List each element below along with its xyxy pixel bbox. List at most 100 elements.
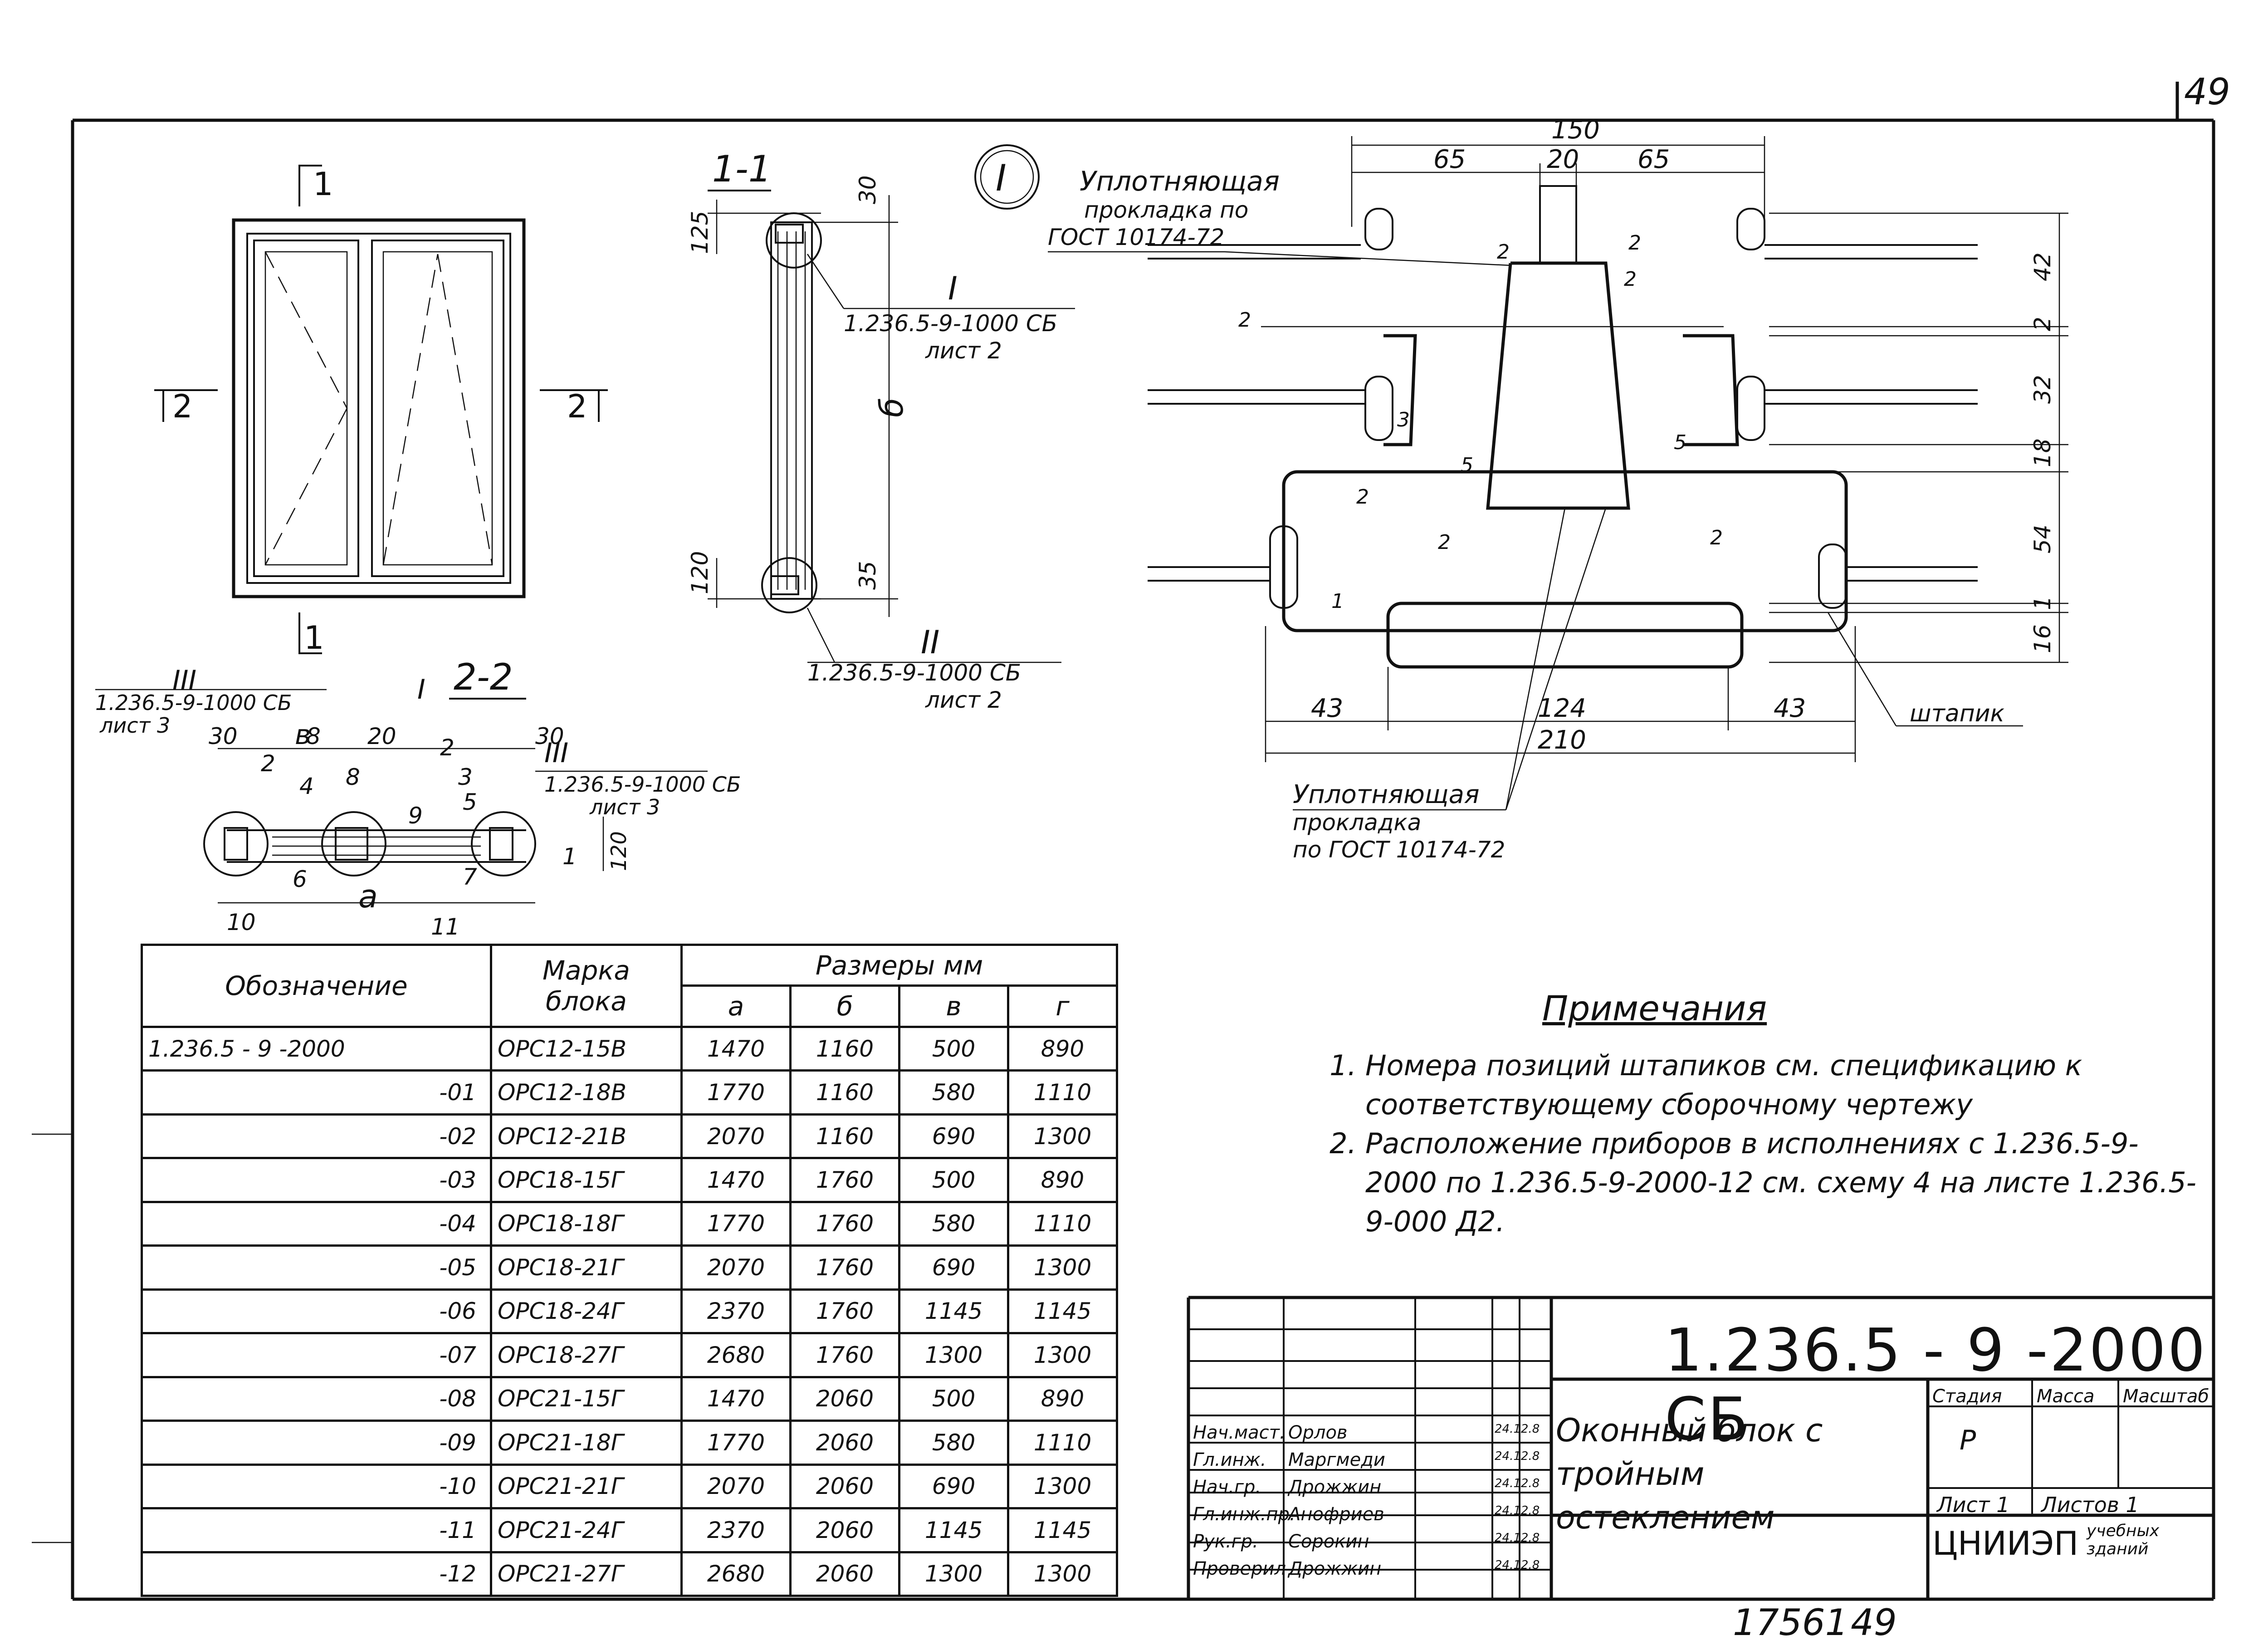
th-sizes: Размеры мм bbox=[680, 943, 1119, 987]
title-block: 1.236.5 - 9 -2000 СБ Оконный блок с трой… bbox=[1188, 1297, 2209, 1597]
small-dim-6: 5 bbox=[1674, 431, 1686, 454]
pos-8-top: 8 bbox=[306, 723, 321, 749]
ref-left-line2: лист 3 bbox=[99, 713, 170, 738]
pos-1: 1 bbox=[562, 843, 577, 870]
cell-b: 1760 bbox=[789, 1157, 900, 1203]
cell-g: 1300 bbox=[1007, 1244, 1119, 1291]
signature-name: Сорокин bbox=[1288, 1531, 1369, 1552]
cell-v: 580 bbox=[898, 1200, 1009, 1247]
cell-a: 1770 bbox=[680, 1420, 792, 1466]
signature-role: Проверил bbox=[1193, 1558, 1286, 1579]
callout-I-1-1: I bbox=[948, 270, 958, 307]
ref-left-line1: 1.236.5-9-1000 СБ bbox=[95, 690, 292, 715]
gasket-top-line3: ГОСТ 10174-72 bbox=[1048, 224, 1224, 250]
signature-date: 24.12.8 bbox=[1495, 1531, 1540, 1545]
side-mark-right: 2 bbox=[567, 388, 587, 425]
dim-b: б bbox=[873, 398, 910, 417]
cell-mark: ОРС21-18Г bbox=[490, 1420, 683, 1466]
pos-4: 4 bbox=[299, 773, 314, 799]
dim-120: 120 bbox=[606, 831, 631, 871]
cell-designation: -12 bbox=[141, 1551, 492, 1597]
small-dim-1: 2 bbox=[1497, 240, 1510, 264]
cell-g: 1300 bbox=[1007, 1551, 1119, 1597]
cell-v: 1300 bbox=[898, 1551, 1009, 1597]
cell-mark: ОРС18-15Г bbox=[490, 1157, 683, 1203]
sheets-label: Листов 1 bbox=[2041, 1493, 2139, 1517]
section-2-2-title: 2-2 bbox=[454, 656, 513, 698]
sheet-label: Лист 1 bbox=[1937, 1493, 2010, 1517]
small-dim-9: 2 bbox=[1710, 526, 1723, 549]
dim-210: 210 bbox=[1538, 725, 1586, 755]
cell-b: 1160 bbox=[789, 1025, 900, 1072]
cell-designation: 1.236.5 - 9 -2000 bbox=[141, 1025, 492, 1072]
cell-designation: -06 bbox=[141, 1288, 492, 1335]
document-code: 1.236.5 - 9 -2000 СБ bbox=[1665, 1316, 2207, 1454]
ref-right-line1: 1.236.5-9-1000 СБ bbox=[544, 772, 741, 797]
small-dim-4: 3 bbox=[1397, 408, 1410, 431]
signature-name: Орлов bbox=[1288, 1422, 1348, 1443]
signature-role: Гл.инж.пр. bbox=[1193, 1504, 1295, 1525]
th-v: в bbox=[898, 984, 1009, 1028]
side-mark-left: 2 bbox=[172, 388, 193, 425]
dim-v: в bbox=[295, 719, 311, 751]
ref-II-line2: лист 2 bbox=[925, 687, 1002, 713]
cell-g: 890 bbox=[1007, 1157, 1119, 1203]
cell-designation: -07 bbox=[141, 1332, 492, 1378]
signature-date: 24.12.8 bbox=[1495, 1422, 1540, 1436]
pos-11: 11 bbox=[431, 914, 460, 940]
callout-II: II bbox=[921, 624, 939, 661]
org-name: ЦНИИЭП bbox=[1932, 1524, 2079, 1562]
signature-date: 24.12.8 bbox=[1495, 1449, 1540, 1463]
signature-role: Гл.инж. bbox=[1193, 1449, 1266, 1470]
cell-v: 1145 bbox=[898, 1288, 1009, 1335]
gasket-bot-line2: прокладка bbox=[1293, 809, 1421, 836]
pos-7: 7 bbox=[463, 864, 477, 890]
cell-b: 2060 bbox=[789, 1507, 900, 1553]
section-mark-top: 1 bbox=[313, 166, 333, 203]
cell-mark: ОРС21-15Г bbox=[490, 1376, 683, 1422]
dim-2-right: 2 bbox=[2029, 317, 2056, 331]
ref-I-line1: 1.236.5-9-1000 СБ bbox=[844, 310, 1057, 337]
cell-a: 1770 bbox=[680, 1069, 792, 1116]
cell-v: 500 bbox=[898, 1376, 1009, 1422]
signature-role: Рук.гр. bbox=[1193, 1531, 1258, 1552]
stage-value: Р bbox=[1960, 1425, 1976, 1456]
cell-mark: ОРС18-24Г bbox=[490, 1288, 683, 1335]
cell-v: 500 bbox=[898, 1157, 1009, 1203]
detail-I-title: I bbox=[996, 157, 1007, 199]
cell-v: 690 bbox=[898, 1463, 1009, 1510]
dim-65-left: 65 bbox=[1433, 145, 1466, 174]
gasket-bot-line3: по ГОСТ 10174-72 bbox=[1293, 837, 1505, 863]
notes: Примечания Номера позиций штапиков см. с… bbox=[1315, 989, 2200, 1241]
cell-designation: -03 bbox=[141, 1157, 492, 1203]
org-sub-line2: зданий bbox=[2087, 1540, 2149, 1558]
note-2: Расположение приборов в исполнениях с 1.… bbox=[1365, 1124, 2200, 1241]
gasket-top-line2: прокладка по bbox=[1084, 197, 1248, 223]
cell-v: 500 bbox=[898, 1025, 1009, 1072]
cell-a: 2370 bbox=[680, 1288, 792, 1335]
cell-g: 890 bbox=[1007, 1376, 1119, 1422]
stage-label: Стадия bbox=[1932, 1386, 2002, 1407]
cell-v: 580 bbox=[898, 1069, 1009, 1116]
cell-mark: ОРС12-18В bbox=[490, 1069, 683, 1116]
callout-I-2-2: I bbox=[417, 674, 425, 705]
cell-g: 1300 bbox=[1007, 1463, 1119, 1510]
dim-120-bot: 120 bbox=[687, 551, 713, 594]
th-mark-line2: блока bbox=[546, 985, 627, 1017]
cell-designation: -09 bbox=[141, 1420, 492, 1466]
dim-42: 42 bbox=[2029, 252, 2056, 281]
cell-v: 690 bbox=[898, 1113, 1009, 1160]
th-g: г bbox=[1007, 984, 1119, 1028]
cell-b: 1760 bbox=[789, 1288, 900, 1335]
small-dim-2: 2 bbox=[1628, 231, 1641, 255]
cell-designation: -02 bbox=[141, 1113, 492, 1160]
cell-g: 1110 bbox=[1007, 1420, 1119, 1466]
